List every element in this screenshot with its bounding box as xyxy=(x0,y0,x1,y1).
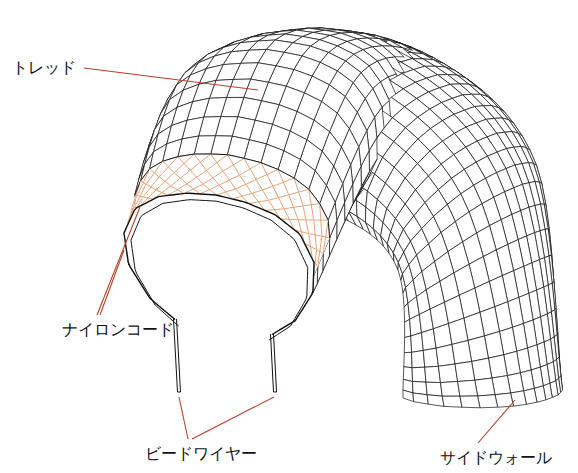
nylon-cord-line xyxy=(280,218,298,220)
mesh-cell xyxy=(200,184,219,195)
mesh-face xyxy=(413,381,428,394)
mesh-face xyxy=(404,352,412,367)
nylon-cord-line xyxy=(284,206,303,209)
mesh-cell xyxy=(403,367,412,382)
mesh-cell xyxy=(438,364,457,383)
mesh-face xyxy=(411,333,423,353)
band-edge-line xyxy=(150,161,163,169)
band-edge-line xyxy=(261,163,278,170)
mesh-cell xyxy=(187,170,207,184)
mesh-cell xyxy=(413,381,428,394)
nylon-cord-line xyxy=(187,170,207,183)
nylon-cord-line xyxy=(309,234,322,237)
mesh-face xyxy=(200,184,219,195)
mesh-cell xyxy=(449,318,468,344)
band-edge-line xyxy=(320,204,328,221)
mesh-cell xyxy=(182,117,204,139)
nylon-cord-line xyxy=(314,220,328,221)
band-edge-line xyxy=(309,189,320,203)
nylon-cord-line xyxy=(298,219,313,220)
mesh-face xyxy=(412,367,426,382)
band-edge-line xyxy=(294,178,309,189)
mesh-face xyxy=(187,170,207,184)
nylon-cord-line xyxy=(273,178,294,186)
band-edge-line xyxy=(244,158,261,162)
mesh-face xyxy=(449,318,468,344)
nylon-cord-line xyxy=(219,175,239,185)
band-edge-line xyxy=(227,155,244,159)
mesh-face xyxy=(425,366,441,382)
nylon-cord-line xyxy=(303,204,320,206)
mesh-cell xyxy=(425,366,441,382)
mesh-cell xyxy=(411,333,423,353)
nylon-cord-line xyxy=(269,195,289,200)
nylon-cord-line xyxy=(203,171,223,184)
mesh-face xyxy=(472,358,492,380)
mesh-face xyxy=(403,367,412,382)
mesh-cell xyxy=(412,367,426,382)
band-edge-line xyxy=(328,220,329,238)
mesh-cell xyxy=(184,184,203,194)
nylon-cord-line xyxy=(289,189,309,195)
nylon-cord-line xyxy=(223,158,244,171)
nylon-cord-line xyxy=(256,169,278,179)
nylon-cord-line xyxy=(252,186,273,193)
mesh-cell xyxy=(472,358,492,380)
mesh-face xyxy=(403,390,414,402)
mesh-cell xyxy=(452,340,472,364)
nylon-cord-line xyxy=(240,163,261,175)
nylon-cord-line xyxy=(249,200,269,203)
mesh-face xyxy=(452,340,472,364)
mesh-face xyxy=(182,117,204,139)
nylon-cord-line xyxy=(322,236,330,238)
band-edge-line xyxy=(178,154,194,157)
band-edge-line xyxy=(278,169,294,178)
nylon-cord-line xyxy=(317,250,324,254)
nylon-cord-line xyxy=(232,193,252,199)
mesh-face xyxy=(412,350,425,367)
nylon-cord-line xyxy=(216,189,236,195)
mesh-cell xyxy=(403,390,414,402)
nylon-cord-line xyxy=(265,209,284,211)
nylon-cord-line xyxy=(200,185,219,194)
nylon-cord-line xyxy=(184,184,203,193)
mesh-face xyxy=(404,336,411,353)
band-edge-line xyxy=(211,154,228,156)
mesh-cell xyxy=(412,350,425,367)
mesh-face xyxy=(184,184,203,194)
nylon-cord-line xyxy=(236,179,257,188)
mesh-cell xyxy=(404,352,412,367)
mesh-face xyxy=(438,364,457,383)
band-edge-line xyxy=(163,157,178,162)
band-edge-line xyxy=(194,154,211,155)
mesh-cell xyxy=(404,336,411,353)
